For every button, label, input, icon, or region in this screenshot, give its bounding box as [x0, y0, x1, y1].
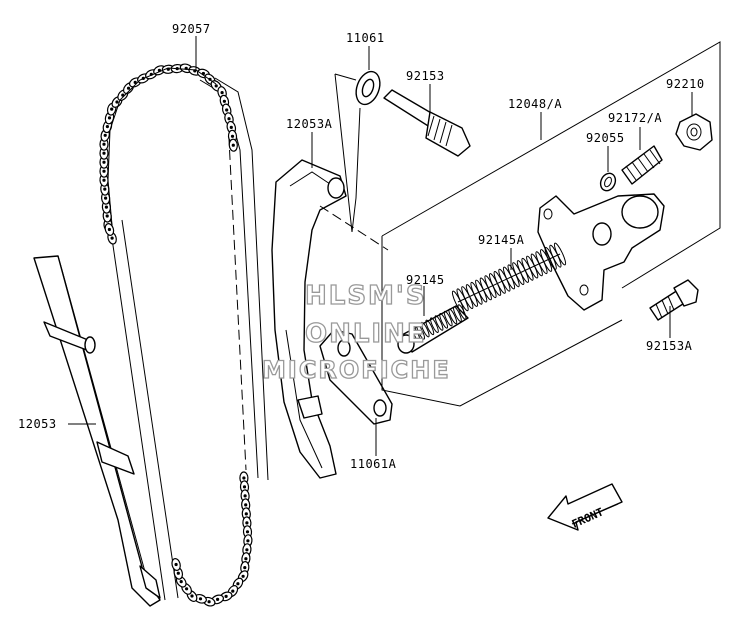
spring-inner-coil [411, 326, 421, 342]
chain-pin [110, 107, 114, 111]
chain-pin [229, 125, 233, 129]
chain-pin [243, 566, 247, 570]
label-92210: 92210 [666, 77, 705, 91]
label-92153: 92153 [406, 69, 445, 83]
chain-pin [104, 205, 108, 209]
leader-lines [68, 36, 693, 456]
chain-guide-left [33, 255, 161, 607]
chain-pin [174, 562, 178, 567]
chain-pin [243, 494, 247, 498]
chain-pin [244, 503, 248, 507]
spring-axis [457, 253, 561, 303]
front-arrow: FRONT [547, 483, 623, 531]
label-11061: 11061 [346, 31, 385, 45]
spring-main [451, 242, 567, 314]
chain-pin [103, 133, 107, 137]
label-92145: 92145 [406, 273, 445, 287]
chain-pin [220, 91, 224, 95]
gasket [319, 329, 393, 425]
chain-pin [176, 571, 180, 575]
chain-pin [224, 594, 228, 599]
label-12053A: 12053A [286, 117, 333, 131]
spring-inner-coil [457, 304, 467, 320]
spring-inner-coil [420, 321, 430, 338]
bolt-92153 [383, 89, 471, 157]
chain-pin [225, 108, 229, 112]
washer-11061 [355, 70, 381, 106]
watermark-line1: HLSM'S [305, 281, 427, 311]
spring-inner-coils [411, 304, 467, 342]
chain-pin [246, 539, 250, 543]
spring-inner-coil [453, 306, 462, 322]
chain-pin [105, 214, 109, 218]
tensioner-body [537, 193, 665, 311]
chain-pin [102, 178, 106, 182]
chain-pin [179, 580, 183, 584]
chain-pin [133, 80, 137, 84]
chain-pin [207, 600, 211, 604]
label-12048A: 12048/A [508, 97, 562, 111]
tensioner-assembly-box [381, 41, 721, 407]
tensioner-guide [271, 159, 347, 479]
chain-pin [244, 512, 248, 516]
spring-inner-coil [443, 310, 453, 327]
spring-inner-coil [448, 308, 458, 325]
chain-pin [115, 100, 119, 104]
chain-pin [102, 151, 106, 155]
chain-pin [227, 117, 231, 121]
spring-small [621, 145, 663, 185]
chain-pin [103, 187, 107, 191]
chain-pin [230, 134, 235, 138]
spring-inner-coil [416, 324, 425, 340]
chain-pin [110, 236, 114, 240]
chain-pin [241, 574, 245, 578]
chain-pin [104, 196, 108, 200]
chain-pin [107, 116, 112, 120]
label-12053: 12053 [18, 417, 57, 431]
chain-pin [242, 485, 247, 489]
bolt-92153a [649, 279, 699, 321]
chain-pin [102, 169, 106, 173]
chain-pin [216, 597, 220, 602]
label-92057: 92057 [172, 22, 211, 36]
chain-pin [242, 476, 246, 480]
chain-strand [107, 67, 217, 226]
watermark-line2: ONLINE [305, 319, 427, 349]
chain-pin [214, 84, 218, 88]
part-labels: 92057 11061 92153 12053A 12048/A 92210 9… [18, 22, 705, 471]
chain-pin [105, 125, 109, 129]
chain-pin [244, 557, 248, 561]
chain-pin [185, 587, 189, 591]
label-92145A: 92145A [478, 233, 525, 247]
chain-pin [236, 582, 240, 586]
chain-pin [245, 548, 249, 552]
chain-pin [107, 227, 111, 232]
watermark-line3: MICROFICHE [262, 356, 451, 384]
oring [599, 172, 617, 192]
assembly-dashed-lines [319, 73, 389, 251]
label-92055: 92055 [586, 131, 625, 145]
label-11061A: 11061A [350, 457, 397, 471]
chain-pin [245, 521, 249, 525]
chain-pin [102, 160, 106, 164]
watermark: HLSM'S ONLINE MICROFICHE [261, 280, 451, 384]
chain-pin [102, 142, 106, 146]
spring-inner-coil [430, 317, 439, 333]
label-92153A: 92153A [646, 339, 693, 353]
chain-pin [231, 589, 235, 593]
chain-pin [222, 99, 226, 103]
timing-chain [99, 63, 253, 607]
chain-pin [126, 86, 131, 90]
chain-pin [245, 530, 250, 534]
spring-inner-coil [439, 313, 448, 329]
spring-inner-coil [434, 315, 444, 331]
spring-inner-coil [425, 319, 435, 336]
chain-pin [190, 594, 194, 598]
chain-pin [198, 597, 203, 601]
chain-pin [231, 143, 235, 147]
nut [675, 113, 713, 151]
label-92172A: 92172/A [608, 111, 662, 125]
